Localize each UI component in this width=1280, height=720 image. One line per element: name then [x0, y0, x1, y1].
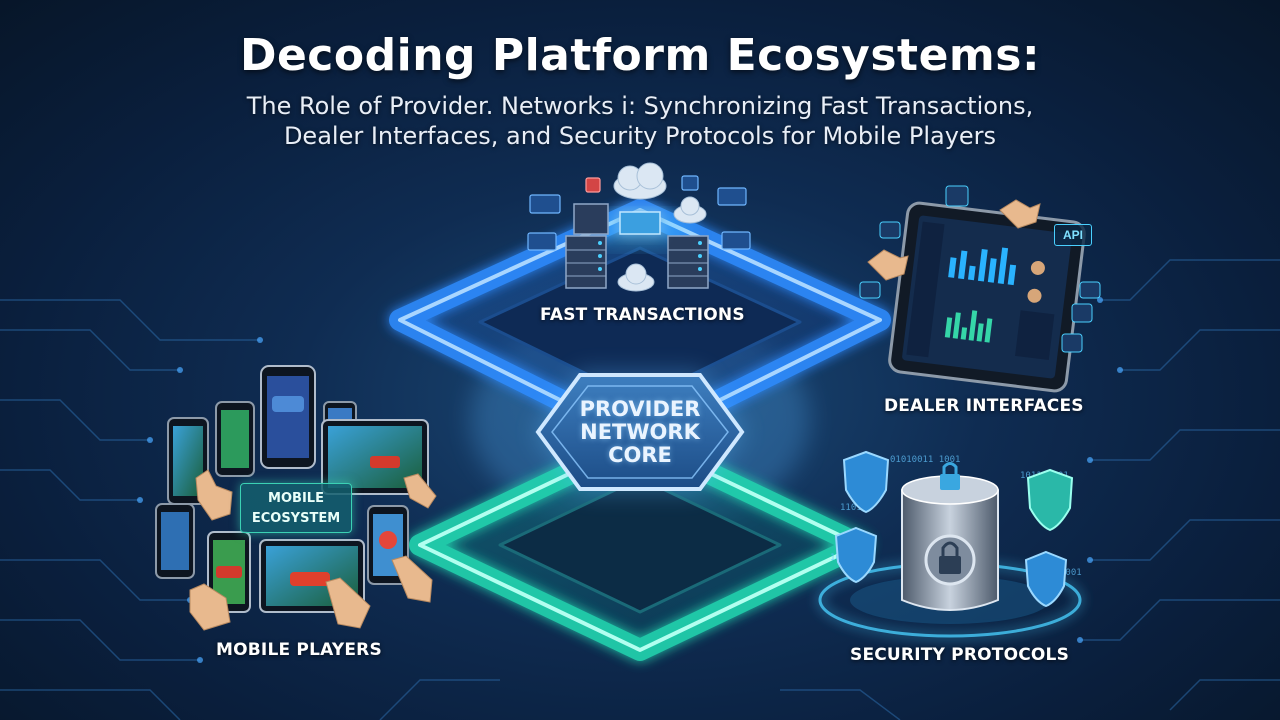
api-badge: API	[1054, 224, 1092, 246]
phone-device	[155, 503, 195, 579]
teal-network-loop	[409, 429, 871, 661]
mobile-players-label: MOBILE PLAYERS	[216, 640, 382, 660]
server-rack-left	[565, 203, 609, 289]
fast-transactions-label: FAST TRANSACTIONS	[540, 305, 745, 325]
core-label-line-2: NETWORK	[580, 420, 700, 444]
mobile-ecosystem-line-2: ECOSYSTEM	[251, 511, 341, 526]
svg-text:01010011 1001: 01010011 1001	[890, 455, 960, 465]
core-label-line-3: CORE	[608, 443, 672, 467]
payment-card-icons	[527, 175, 751, 251]
security-protocols-label: SECURITY PROTOCOLS	[850, 645, 1070, 665]
page-title: Decoding Platform Ecosystems:	[239, 30, 1041, 81]
circuit-traces	[0, 259, 1280, 720]
dealer-tablet	[859, 185, 1101, 393]
svg-text:1101: 1101	[840, 503, 862, 513]
dealer-interfaces-label: DEALER INTERFACES	[884, 396, 1084, 416]
core-label-line-1: PROVIDER	[579, 397, 701, 421]
avatar-icons	[859, 185, 1101, 353]
security-vault: 01010011 10011011 0101 11010110 10101001	[818, 455, 1082, 638]
provider-core-hexagon	[535, 372, 745, 492]
handshake-icon-top	[999, 199, 1041, 229]
subtitle-line-1: The Role of Provider. Networks i: Synchr…	[246, 92, 1034, 120]
mobile-ecosystem-line-1: MOBILE	[268, 491, 324, 506]
shield-icons	[834, 450, 1074, 608]
mobile-devices	[155, 365, 437, 631]
server-rack-right	[667, 235, 709, 289]
hand-icons	[189, 469, 437, 631]
cloud-icon	[613, 162, 667, 200]
phone-device	[260, 365, 316, 469]
cloud-icon-small	[673, 196, 707, 224]
svg-text:1001: 1001	[1060, 568, 1082, 578]
phone-device	[215, 401, 255, 477]
handshake-icon-left	[867, 249, 909, 281]
cloud-icon-bottom	[617, 263, 655, 292]
central-data-block	[619, 211, 661, 235]
server-cluster	[527, 162, 751, 292]
subtitle-line-2: Dealer Interfaces, and Security Protocol…	[283, 122, 997, 150]
provider-core-label: PROVIDER NETWORK CORE	[540, 398, 740, 467]
tablet-device	[321, 419, 429, 495]
mobile-ecosystem-badge: MOBILE ECOSYSTEM	[240, 483, 352, 533]
